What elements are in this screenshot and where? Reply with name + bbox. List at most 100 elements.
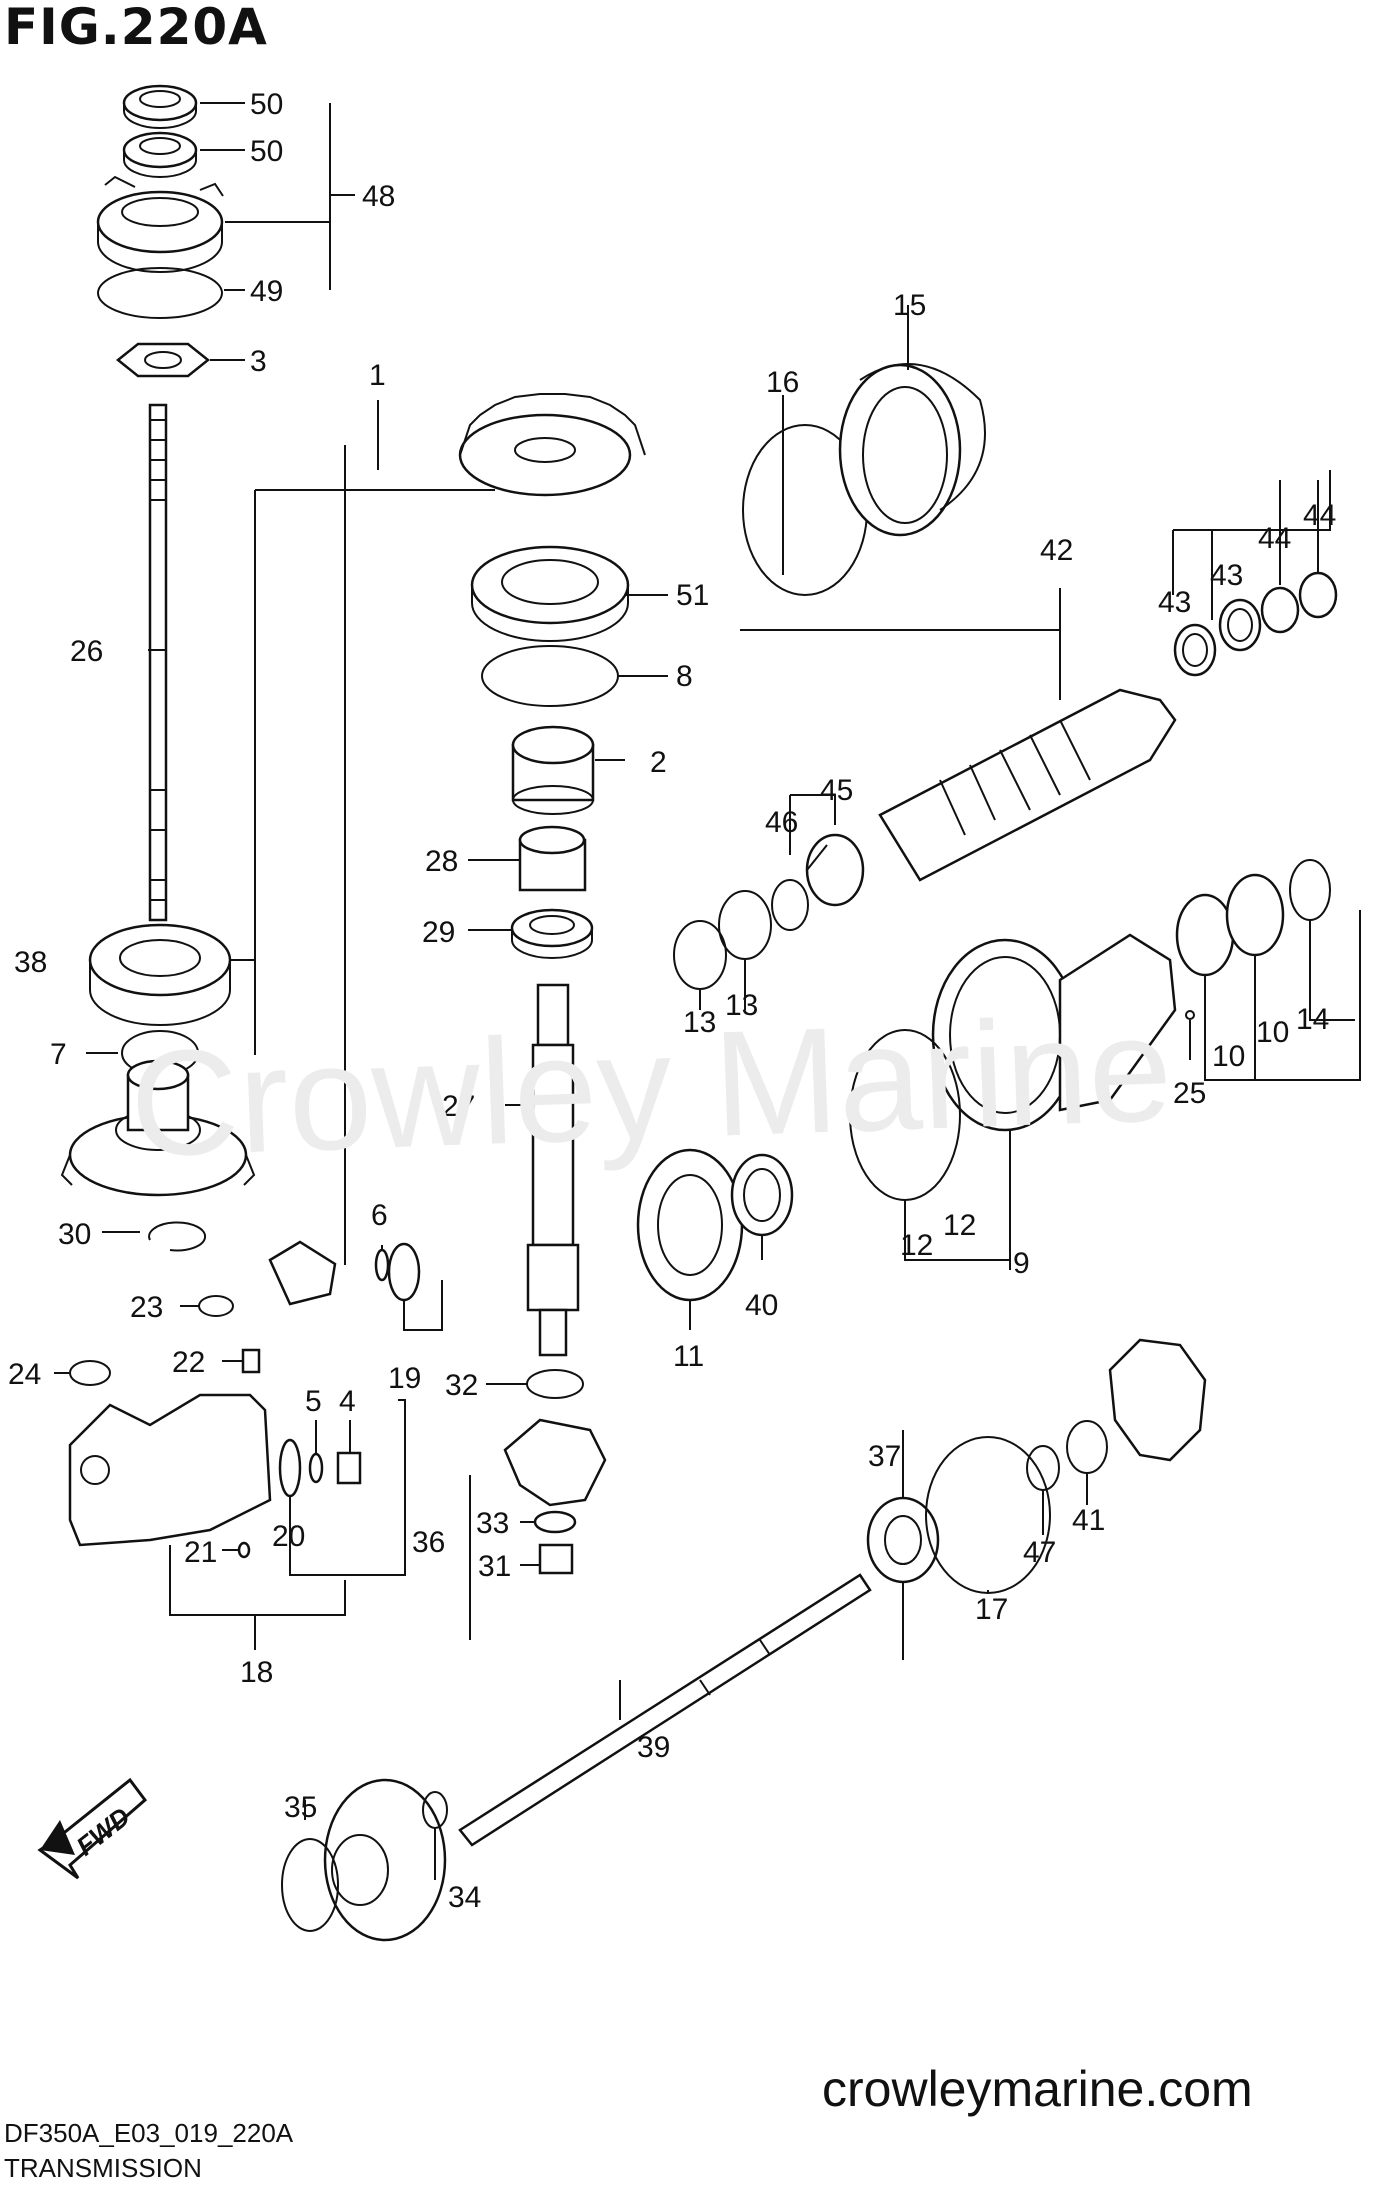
part-1-forward-gear: [458, 393, 646, 497]
leader-lines: [54, 102, 1361, 1880]
part-31-nut: [538, 1543, 574, 1575]
part-20-ring: [278, 1438, 302, 1498]
part-9-shift-housing: [931, 933, 1177, 1132]
callout-28: 28: [425, 845, 458, 878]
part-4-nut: [336, 1451, 362, 1485]
callout-24: 24: [8, 1358, 41, 1391]
part-33-washer: [533, 1510, 577, 1534]
figure-title: FIG.220A: [4, 0, 268, 56]
callout-43-a: 43: [1158, 586, 1191, 619]
part-49-o-ring: [97, 267, 223, 319]
part-15-cage: [838, 363, 986, 537]
callout-33: 33: [476, 1507, 509, 1540]
section-name: TRANSMISSION: [4, 2153, 202, 2183]
part-10-ring-b: [1225, 873, 1285, 957]
part-36-reverse-gear: [503, 1418, 607, 1507]
callout-3: 3: [250, 345, 267, 378]
callout-13-a: 13: [683, 1006, 716, 1039]
callout-19: 19: [388, 1362, 421, 1395]
part-35-gear: [281, 1778, 447, 1942]
callout-40: 40: [745, 1289, 778, 1322]
callout-48: 48: [362, 180, 395, 213]
part-17-o-ring: [925, 1436, 1051, 1594]
part-14-ring: [1289, 859, 1331, 921]
part-45-sleeve: [805, 833, 865, 907]
callout-9: 9: [1013, 1247, 1030, 1280]
callout-1: 1: [369, 359, 386, 392]
website-text[interactable]: crowleymarine.com: [822, 2061, 1253, 2117]
part-13-ring-a: [673, 920, 727, 990]
part-50-oil-seal-top: [122, 84, 198, 129]
part-8-ring: [481, 645, 619, 707]
callout-numbers: 50 50 48 49 3 1 26 15 16 51 8 2 42 43 43…: [8, 88, 1336, 1914]
part-44-washer-a: [1260, 586, 1300, 634]
callout-5: 5: [305, 1385, 322, 1418]
callout-34: 34: [448, 1881, 481, 1914]
callout-45: 45: [820, 774, 853, 807]
callout-29: 29: [422, 916, 455, 949]
callout-8: 8: [676, 660, 693, 693]
fwd-arrow-badge: FWD: [37, 1777, 148, 1880]
callout-11: 11: [673, 1340, 704, 1373]
part-47-ring: [1026, 1445, 1060, 1491]
callout-21: 21: [184, 1536, 217, 1569]
callout-6: 6: [371, 1199, 388, 1232]
callout-14: 14: [1296, 1003, 1329, 1036]
callout-37: 37: [868, 1440, 901, 1473]
callout-36: 36: [412, 1526, 445, 1559]
callout-50-top: 50: [250, 88, 283, 121]
callout-10-b: 10: [1256, 1016, 1289, 1049]
callout-15: 15: [893, 289, 926, 322]
part-42-propeller-shaft: [878, 688, 1177, 882]
callout-26: 26: [70, 635, 103, 668]
callout-10-a: 10: [1212, 1040, 1245, 1073]
callout-44-a: 44: [1258, 522, 1291, 555]
callout-43-b: 43: [1210, 559, 1243, 592]
callout-32: 32: [445, 1369, 478, 1402]
callout-42: 42: [1040, 534, 1073, 567]
part-39-propeller-shaft: [458, 1573, 872, 1847]
part-32-ring: [526, 1369, 584, 1399]
part-41-washer: [1066, 1420, 1108, 1474]
part-24-ring: [69, 1360, 111, 1386]
part-43-bearing-b: [1218, 598, 1262, 652]
part-19-bush: [387, 1242, 421, 1302]
part-28-bushing: [518, 825, 587, 892]
part-23-ring: [198, 1295, 234, 1317]
part-30-circlip: [148, 1221, 207, 1252]
part-48-seal-housing: [96, 175, 224, 273]
callout-44-b: 44: [1303, 499, 1336, 532]
callout-20: 20: [272, 1520, 305, 1553]
part-10-ring-a: [1175, 893, 1235, 977]
part-5-washer: [308, 1452, 324, 1484]
part-37-pinion-bearing: [866, 1496, 940, 1584]
callout-13-b: 13: [725, 989, 758, 1022]
part-27-shaft: [526, 983, 580, 1357]
part-18-shift-bracket: [68, 1393, 272, 1547]
part-38-bearing: [88, 923, 232, 1026]
callout-51: 51: [676, 579, 709, 612]
part-shift-cam: [268, 1240, 337, 1306]
callout-35: 35: [284, 1791, 317, 1824]
callout-12-b: 12: [943, 1209, 976, 1242]
callout-41: 41: [1072, 1504, 1105, 1537]
callout-49: 49: [250, 275, 283, 308]
callout-4: 4: [339, 1385, 356, 1418]
callout-38: 38: [14, 946, 47, 979]
callout-22: 22: [172, 1346, 205, 1379]
diagram-code: DF350A_E03_019_220A: [4, 2118, 294, 2148]
part-pinion-gear: [60, 1059, 256, 1197]
part-26-shaft: [148, 403, 168, 922]
callout-2: 2: [650, 746, 667, 779]
part-6-pin: [374, 1248, 390, 1282]
callout-7: 7: [50, 1038, 67, 1071]
callout-30: 30: [58, 1218, 91, 1251]
callout-16: 16: [766, 366, 799, 399]
part-reverse-bevel-gear: [1108, 1338, 1207, 1462]
part-13-ring-b: [718, 890, 772, 960]
callout-47: 47: [1023, 1536, 1056, 1569]
callout-25: 25: [1173, 1077, 1206, 1110]
part-29-washer: [510, 908, 594, 959]
part-25-pin: [1185, 1010, 1195, 1020]
part-44-washer-b: [1298, 571, 1338, 619]
